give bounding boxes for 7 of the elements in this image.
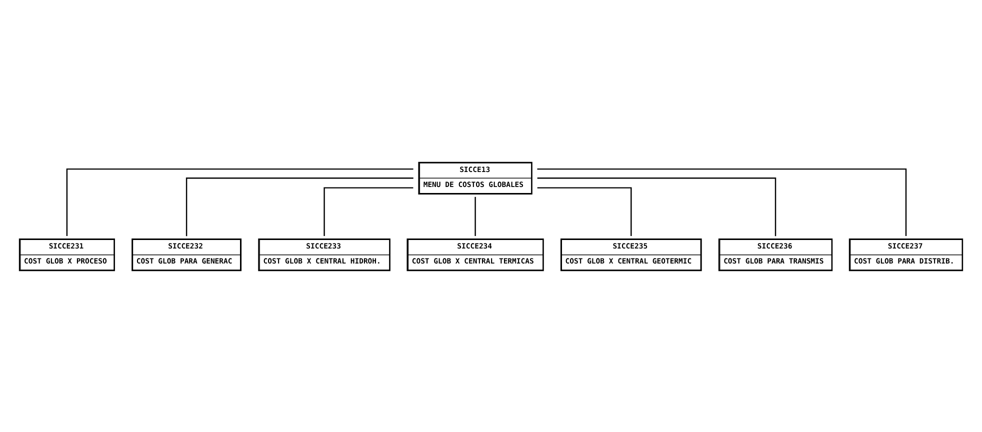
connector [537, 168, 907, 236]
connector [66, 168, 414, 236]
connector [474, 196, 476, 236]
connector [537, 177, 776, 236]
connector [537, 186, 632, 236]
connector [186, 177, 414, 236]
connector [324, 186, 414, 236]
